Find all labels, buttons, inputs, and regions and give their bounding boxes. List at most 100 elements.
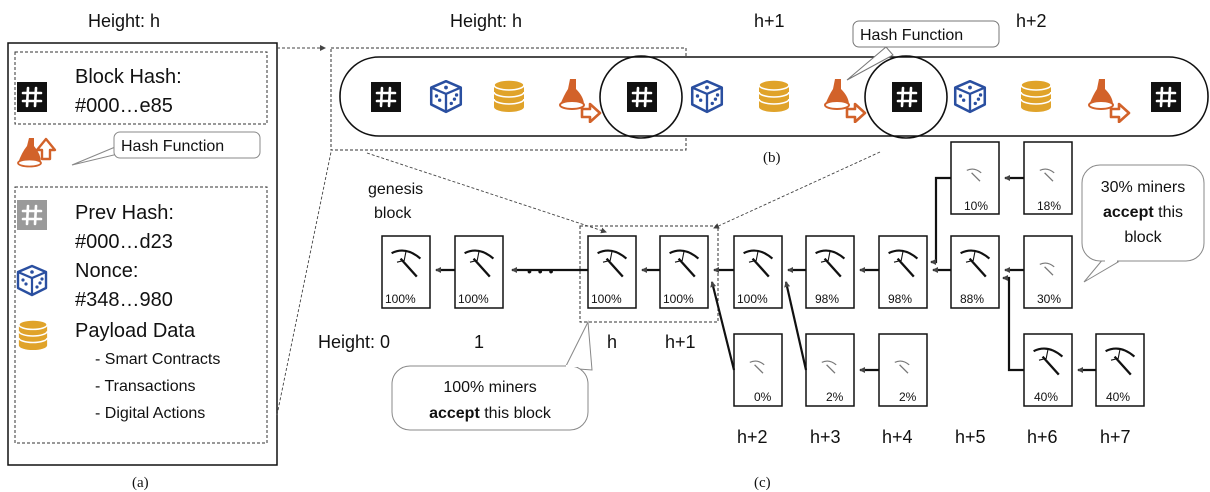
block-percent: 100%: [737, 292, 768, 306]
prev-hash-icon: [17, 200, 47, 230]
hash-icon: [627, 82, 657, 112]
fork-arrow: [710, 281, 736, 371]
coins-icon: [758, 79, 790, 113]
dice-icon: [429, 79, 463, 114]
callout-rest: this: [1154, 204, 1183, 221]
callout-line: accept this: [1103, 204, 1183, 221]
block-percent: 40%: [1106, 390, 1130, 404]
chain-block: [454, 235, 504, 309]
payload-item: - Digital Actions: [95, 405, 205, 422]
chain-block: [805, 235, 855, 309]
block-hash-value: #000…e85: [75, 95, 173, 117]
panel-b-height-h2: h+2: [1016, 11, 1047, 31]
caption-c: (c): [754, 475, 771, 491]
callout-line: block: [1124, 229, 1162, 246]
fork-block: [1023, 141, 1073, 215]
block-percent: 98%: [888, 292, 912, 306]
height-label: h+3: [810, 427, 841, 447]
chain-block: [878, 235, 928, 309]
callout-line: 30% miners: [1101, 179, 1185, 196]
panel-b-height-h: Height: h: [450, 11, 522, 31]
payload-item: - Smart Contracts: [95, 351, 220, 368]
panel-a: Height: h Block Hash: #000…e85 Hash Func…: [7, 11, 278, 491]
chain-block: [950, 235, 1000, 309]
hash-link-circle: [864, 55, 948, 139]
block-hash-label: Block Hash:: [75, 66, 182, 88]
hash-function-callout-b: [852, 20, 1000, 48]
panel-b-height-h1: h+1: [754, 11, 785, 31]
acceptance-callout-h6: [1081, 164, 1205, 262]
callout-bold: accept: [1103, 204, 1154, 221]
fork-block: [1023, 235, 1073, 309]
callout-bold: accept: [429, 405, 480, 422]
block-contents-section: [14, 186, 268, 444]
block-hash-section: [14, 51, 268, 125]
block-percent: 30%: [1037, 292, 1061, 306]
acceptance-callout-h: [391, 365, 589, 431]
height-label: h+2: [737, 427, 768, 447]
caption-b: (b): [763, 150, 781, 166]
block-percent: 10%: [964, 199, 988, 213]
fork-arrow: [930, 176, 951, 265]
height-label: h+4: [882, 427, 913, 447]
payload-label: Payload Data: [75, 320, 196, 342]
coins-icon: [493, 79, 525, 113]
block-detail-box: [7, 42, 278, 466]
block-percent: 100%: [591, 292, 622, 306]
fork-block: [805, 333, 855, 407]
chain-block: [733, 235, 783, 309]
callout-rest: this block: [480, 405, 552, 422]
prev-hash-label: Prev Hash:: [75, 202, 174, 224]
coins-icon: [18, 319, 48, 351]
hash-function-callout-a: [113, 131, 261, 159]
block-percent: 98%: [815, 292, 839, 306]
funnel-icon: [17, 137, 57, 168]
caption-a: (a): [132, 475, 149, 491]
dice-icon: [953, 79, 987, 114]
block-percent: 0%: [754, 390, 772, 404]
height-label: h+5: [955, 427, 986, 447]
chain-block: [587, 235, 637, 309]
dice-icon: [16, 264, 48, 297]
connector-line: [366, 152, 607, 234]
block-percent: 2%: [899, 390, 917, 404]
hash-icon: [1151, 82, 1181, 112]
panel-c: genesis block 100% 100% 100% 100% 100% 9…: [318, 141, 1205, 491]
genesis-block: [381, 235, 431, 309]
height-label: h+7: [1100, 427, 1131, 447]
fork-block: [878, 333, 928, 407]
callout-line: 100% miners: [443, 379, 536, 396]
hash-icon: [371, 82, 401, 112]
hash-function-callout-a-text: Hash Function: [121, 138, 224, 155]
connector-line: [276, 151, 332, 416]
block-percent: 40%: [1034, 390, 1058, 404]
fork-block: [1095, 333, 1145, 407]
height-label: Height: 0: [318, 332, 390, 352]
fork-block: [1023, 333, 1073, 407]
hash-icon: [17, 82, 47, 112]
block-percent: 18%: [1037, 199, 1061, 213]
height-label: h+1: [665, 332, 696, 352]
hash-function-callout-b-text: Hash Function: [860, 27, 963, 44]
connector-line: [713, 151, 881, 229]
prev-hash-value: #000…d23: [75, 231, 173, 253]
hash-icon: [892, 82, 922, 112]
nonce-label: Nonce:: [75, 260, 138, 282]
block-h-selection-c: [579, 225, 719, 323]
hash-link-circle: [599, 55, 683, 139]
panel-b: Height: h h+1 h+2 Hash Function (b): [330, 11, 1209, 166]
block-percent: 100%: [663, 292, 694, 306]
payload-item: - Transactions: [95, 378, 195, 395]
block-percent: 2%: [826, 390, 844, 404]
height-label: h+6: [1027, 427, 1058, 447]
dice-icon: [690, 79, 724, 114]
height-label: h: [607, 332, 617, 352]
block-percent: 88%: [960, 292, 984, 306]
block-percent: 100%: [458, 292, 489, 306]
fork-arrow: [1002, 275, 1024, 372]
genesis-label: genesis: [368, 181, 423, 198]
nonce-value: #348…980: [75, 289, 173, 311]
coins-icon: [1020, 79, 1052, 113]
chain-block: [659, 235, 709, 309]
